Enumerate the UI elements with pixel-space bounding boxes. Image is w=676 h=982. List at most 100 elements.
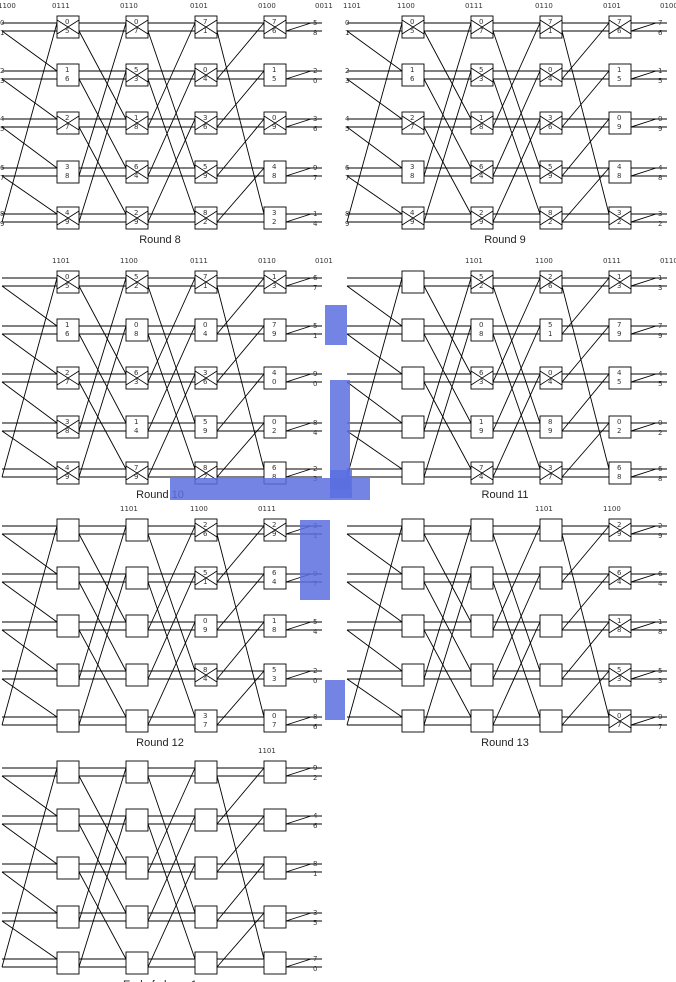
box-label: 7 bbox=[203, 721, 207, 729]
switch-box: 64 bbox=[470, 160, 494, 184]
box-label: 2 bbox=[203, 218, 207, 226]
wire-diagonal bbox=[285, 22, 312, 32]
input-label: 9 bbox=[0, 220, 4, 228]
column-header: 1100 bbox=[190, 505, 208, 513]
box-label: 7 bbox=[617, 321, 621, 329]
output-label: 8 bbox=[658, 475, 662, 483]
input-label: 4 bbox=[345, 115, 350, 123]
switch-box: 08 bbox=[470, 318, 494, 342]
switch-box: 07 bbox=[263, 709, 287, 733]
output-label: 6 bbox=[313, 125, 318, 133]
switch-rect bbox=[401, 518, 425, 542]
wire-diagonal bbox=[1, 277, 58, 478]
switch-rect bbox=[401, 566, 425, 590]
wire-diagonal bbox=[216, 815, 265, 873]
switch-box: 29 bbox=[125, 206, 149, 230]
wire-diagonal bbox=[147, 333, 196, 470]
switch-rect bbox=[125, 566, 149, 590]
switch-rect bbox=[194, 415, 218, 439]
box-label: 0 bbox=[65, 273, 69, 281]
switch-box: 48 bbox=[263, 160, 287, 184]
box-label: 4 bbox=[272, 163, 277, 171]
box-label: 0 bbox=[134, 18, 138, 26]
switch-box: 29 bbox=[263, 518, 287, 542]
box-label: 5 bbox=[617, 666, 621, 674]
wire-diagonal bbox=[78, 629, 127, 718]
switch-box bbox=[401, 270, 425, 294]
switch-box bbox=[470, 709, 494, 733]
wire-diagonal bbox=[423, 581, 472, 672]
switch-box: 27 bbox=[56, 366, 80, 390]
box-label: 9 bbox=[65, 473, 69, 481]
wire-diagonal bbox=[561, 285, 610, 470]
box-label: 2 bbox=[617, 521, 621, 529]
switch-box: 07 bbox=[470, 15, 494, 39]
wire-diagonal bbox=[630, 277, 657, 287]
output-label: 5 bbox=[313, 919, 317, 927]
box-label: 5 bbox=[65, 27, 69, 35]
switch-box: 29 bbox=[608, 518, 632, 542]
box-label: 3 bbox=[272, 282, 276, 290]
cross-line bbox=[608, 667, 632, 683]
switch-box: 53 bbox=[125, 63, 149, 87]
column-header: 1101 bbox=[258, 747, 276, 755]
output-label: 7 bbox=[658, 322, 662, 330]
wire-diagonal bbox=[147, 767, 196, 873]
wire-diagonal bbox=[216, 70, 265, 128]
wire-diagonal bbox=[561, 325, 610, 383]
switch-rect bbox=[470, 518, 494, 542]
box-label: 2 bbox=[548, 218, 552, 226]
wire-diagonal bbox=[346, 629, 403, 672]
wire-diagonal bbox=[630, 525, 657, 535]
box-label: 6 bbox=[548, 282, 553, 290]
cross-line bbox=[194, 370, 218, 386]
output-label: 4 bbox=[313, 429, 318, 437]
switch-rect bbox=[56, 709, 80, 733]
box-label: 9 bbox=[134, 473, 138, 481]
switch-box bbox=[194, 905, 218, 929]
switch-rect bbox=[263, 160, 287, 184]
box-label: 6 bbox=[272, 27, 277, 35]
switch-box: 04 bbox=[539, 366, 563, 390]
box-label: 1 bbox=[134, 418, 138, 426]
switch-box bbox=[470, 518, 494, 542]
cross-line bbox=[263, 522, 287, 538]
wire-diagonal bbox=[423, 285, 472, 375]
cross-line bbox=[470, 164, 494, 180]
wire-diagonal bbox=[492, 581, 541, 718]
box-label: 3 bbox=[134, 378, 138, 386]
switch-box bbox=[263, 905, 287, 929]
output-label: 4 bbox=[313, 628, 318, 636]
switch-box: 40 bbox=[263, 366, 287, 390]
box-label: 6 bbox=[617, 464, 622, 472]
wire-diagonal bbox=[561, 22, 610, 80]
switch-box bbox=[56, 760, 80, 784]
output-label: 6 bbox=[658, 29, 663, 37]
box-label: 0 bbox=[272, 114, 276, 122]
cross-line bbox=[263, 19, 287, 35]
box-label: 8 bbox=[272, 172, 276, 180]
switch-box bbox=[263, 808, 287, 832]
wire-diagonal bbox=[216, 863, 265, 922]
switch-rect bbox=[56, 318, 80, 342]
switch-box: 52 bbox=[470, 270, 494, 294]
switch-rect bbox=[263, 206, 287, 230]
wire-diagonal bbox=[285, 958, 312, 968]
box-label: 6 bbox=[272, 464, 277, 472]
wire-diagonal bbox=[147, 525, 196, 631]
switch-box: 14 bbox=[125, 415, 149, 439]
box-label: 2 bbox=[134, 209, 138, 217]
box-label: 2 bbox=[479, 282, 483, 290]
wire-diagonal bbox=[147, 573, 196, 680]
switch-box bbox=[194, 856, 218, 880]
wire-diagonal bbox=[630, 70, 657, 80]
wire-diagonal bbox=[285, 118, 312, 128]
switch-box: 49 bbox=[56, 206, 80, 230]
switch-rect bbox=[125, 415, 149, 439]
column-header: 1101 bbox=[343, 2, 361, 10]
box-label: 6 bbox=[617, 27, 622, 35]
output-label: 4 bbox=[658, 164, 663, 172]
switch-rect bbox=[125, 663, 149, 687]
wire-diagonal bbox=[147, 325, 196, 432]
